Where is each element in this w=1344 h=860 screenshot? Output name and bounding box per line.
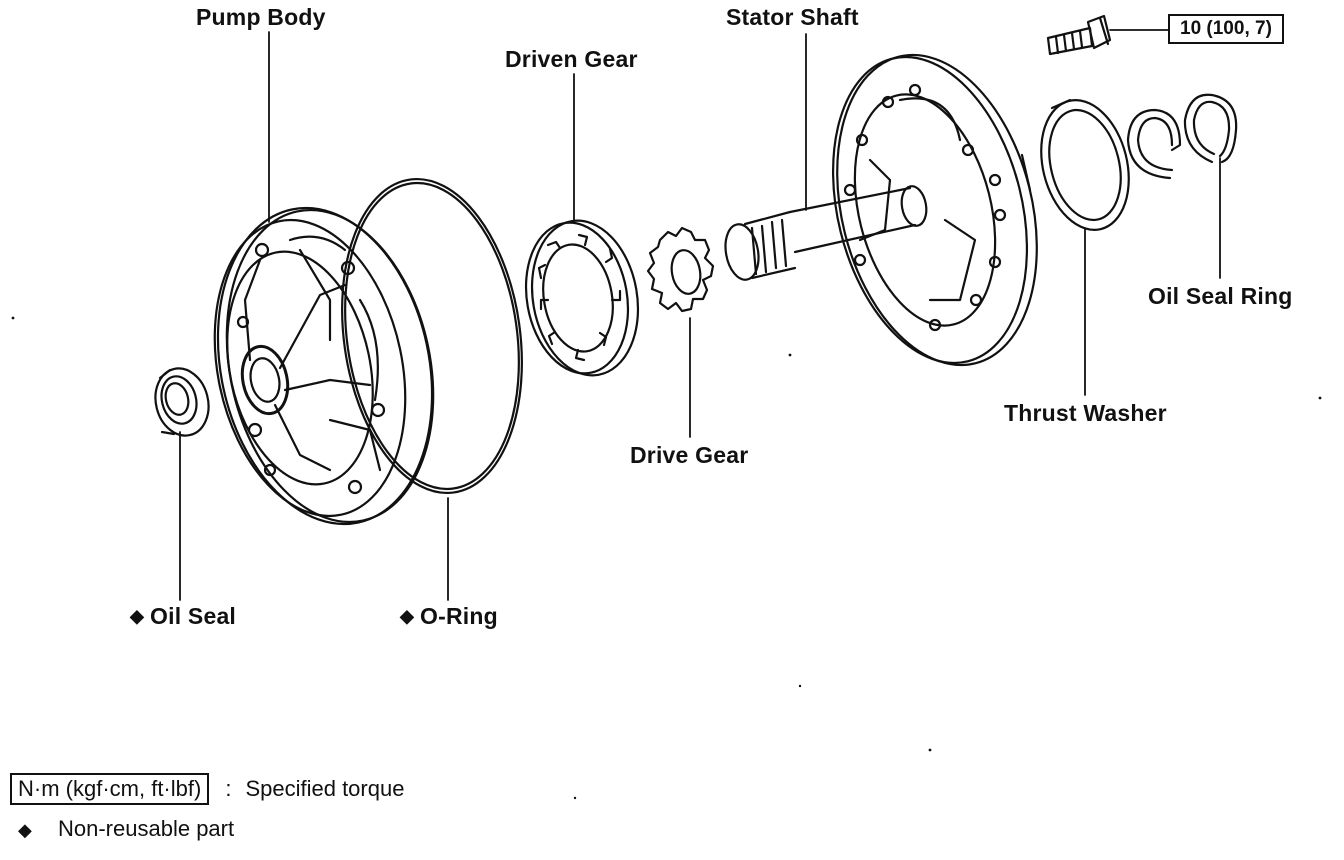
stator-shaft-part: [724, 53, 1038, 367]
legend-diamond-icon: ◆: [18, 820, 32, 840]
o-ring-part: [341, 177, 523, 495]
drive-gear-part: [646, 226, 715, 313]
bolt-part: [1046, 14, 1112, 56]
legend-torque-desc: Specified torque: [245, 776, 405, 801]
oil-seal-ring-1-part: [1126, 108, 1182, 180]
leader-lines: [179, 29, 1221, 601]
non-reusable-diamond-icon: ◆: [400, 606, 415, 626]
label-drive-gear: Drive Gear: [630, 442, 749, 468]
legend-non-reusable-desc: Non-reusable part: [58, 816, 235, 841]
non-reusable-diamond-icon: ◆: [130, 606, 145, 626]
label-oil-seal-text: Oil Seal: [150, 603, 237, 629]
label-o-ring-text: O-Ring: [420, 603, 498, 629]
oil-seal-ring-2-part: [1183, 93, 1238, 164]
oil-seal-part: [154, 367, 210, 437]
label-thrust-washer: Thrust Washer: [1004, 400, 1167, 426]
label-driven-gear: Driven Gear: [505, 46, 638, 72]
label-o-ring: ◆O-Ring: [400, 603, 498, 630]
pump-body-part: [213, 206, 435, 526]
legend-separator: :: [225, 776, 232, 801]
legend-torque-row: N·m (kgf·cm, ft·lbf): Specified torque: [10, 773, 404, 805]
label-oil-seal: ◆Oil Seal: [130, 603, 236, 630]
label-oil-seal-ring: Oil Seal Ring: [1148, 283, 1293, 309]
label-stator-shaft: Stator Shaft: [726, 4, 859, 30]
scan-specks: [11, 316, 1322, 800]
torque-spec-box: 10 (100, 7): [1168, 14, 1284, 44]
legend-torque-unit-box: N·m (kgf·cm, ft·lbf): [10, 773, 210, 805]
legend-non-reusable-row: ◆ Non-reusable part: [14, 816, 234, 842]
label-pump-body: Pump Body: [196, 4, 326, 30]
thrust-washer-part: [1040, 98, 1130, 231]
driven-gear-part: [524, 219, 640, 377]
